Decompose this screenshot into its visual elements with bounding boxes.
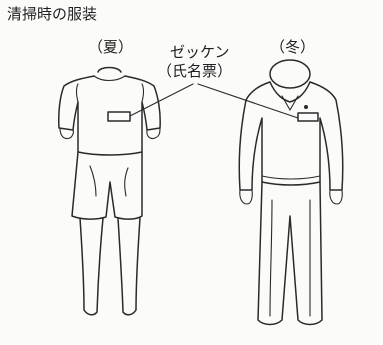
winter-collar-v: [281, 95, 299, 111]
winter-hand-left: [239, 189, 253, 205]
bib-sublabel: （氏名票）: [157, 62, 233, 80]
summer-neck: [97, 66, 122, 73]
bib-label: ゼッケン: [170, 43, 230, 61]
summer-bib: [107, 111, 131, 122]
leader-line-winter: [197, 83, 299, 119]
winter-head: [269, 59, 311, 89]
summer-tshirt: [58, 75, 161, 156]
winter-sweater-hem: [261, 175, 321, 180]
winter-hand-right: [329, 189, 343, 205]
bib-leader-lines: [129, 83, 299, 119]
winter-label: （冬）: [270, 38, 316, 56]
summer-label: （夏）: [88, 38, 134, 56]
summer-hand-right: [146, 127, 161, 140]
page-title: 清掃時の服装: [7, 5, 98, 23]
summer-shorts-crease: [89, 165, 97, 197]
leader-line-summer: [129, 83, 194, 117]
summer-hand-left: [59, 127, 74, 140]
summer-shorts-crease-2: [124, 167, 129, 197]
winter-trousers: [257, 181, 323, 326]
winter-badge-dot: [304, 105, 308, 109]
summer-leg-left: [79, 217, 104, 316]
winter-sweater: [238, 81, 344, 191]
summer-collar: [93, 75, 126, 82]
summer-sleeve-seam-left: [75, 83, 79, 103]
summer-leg-right: [117, 217, 141, 316]
summer-figure: [58, 66, 161, 316]
winter-figure: [238, 59, 344, 326]
winter-collar: [269, 81, 311, 103]
winter-trouser-crease-left: [269, 199, 273, 317]
winter-bib: [297, 112, 319, 122]
summer-sleeve-seam-right: [141, 83, 145, 103]
summer-shorts: [71, 151, 143, 220]
